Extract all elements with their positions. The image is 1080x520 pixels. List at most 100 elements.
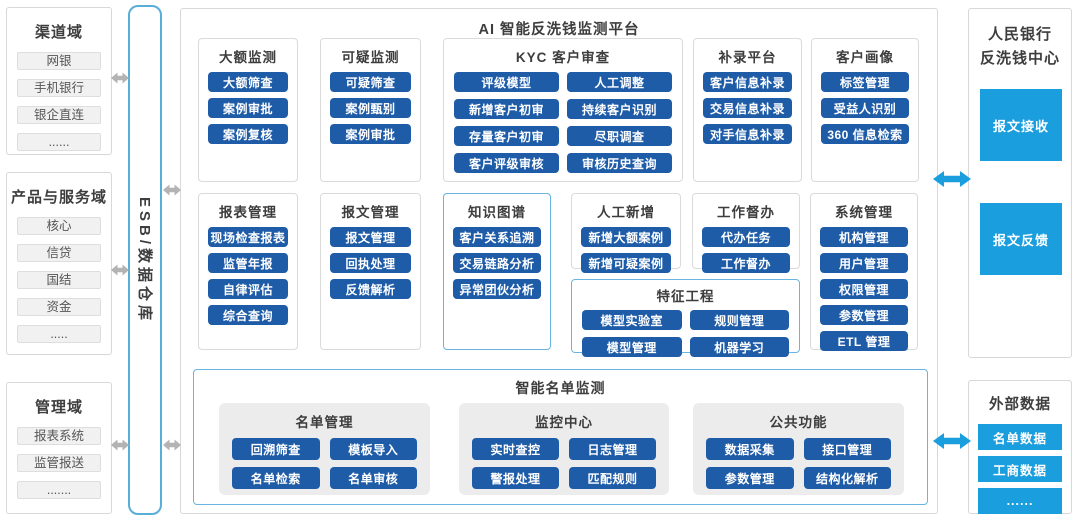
message-feedback-tile: 报文反馈 [980, 203, 1062, 275]
module-feature-engineering: 特征工程 模型实验室 规则管理 模型管理 机器学习 [571, 279, 800, 357]
feature-chip: 存量客户初审 [454, 126, 559, 146]
smart-list-monitoring-section: 智能名单监测 名单管理 回溯筛查 模板导入 名单检索 名单审核 监控中心 实时查… [193, 369, 928, 505]
module-suspicious-monitoring: 可疑监测 可疑筛查 案例甄别 案例审批 [320, 38, 421, 182]
module-supplement-platform: 补录平台 客户信息补录 交易信息补录 对手信息补录 [693, 38, 802, 182]
feature-chip: 可疑筛查 [330, 72, 411, 92]
channel-domain-panel: 渠道域 网银 手机银行 银企直连 ...... [6, 7, 112, 155]
module-work-supervision: 工作督办 代办任务 工作督办 [692, 193, 800, 273]
module-large-amount-monitoring: 大额监测 大额筛查 案例审批 案例复核 [198, 38, 298, 182]
feature-chip: 审核历史查询 [567, 153, 672, 173]
module-items-grid: 模型实验室 规则管理 模型管理 机器学习 [572, 310, 799, 357]
feature-chip: 日志管理 [569, 438, 656, 460]
module-title: 客户画像 [836, 50, 894, 65]
panel-title: 产品与服务域 [10, 189, 107, 206]
feature-chip: 名单审核 [329, 467, 417, 489]
gray-double-arrow-icon [163, 184, 181, 196]
module-report-management: 报表管理 现场检查报表 监管年报 自律评估 综合查询 [198, 193, 298, 350]
feature-chip: 客户信息补录 [703, 72, 792, 92]
feature-chip: 权限管理 [820, 279, 908, 299]
system-item: 网银 [17, 52, 101, 70]
gray-double-arrow-icon [111, 72, 129, 84]
feature-chip: 交易链路分析 [453, 253, 541, 273]
feature-chip: 360 信息检索 [821, 124, 909, 144]
panel-title-line2: 反洗钱中心 [979, 50, 1060, 67]
group-items-grid: 数据采集 接口管理 参数管理 结构化解析 [693, 438, 904, 489]
module-title: 人工新增 [597, 205, 655, 220]
feature-chip: 监管年报 [208, 253, 288, 273]
group-list-management: 名单管理 回溯筛查 模板导入 名单检索 名单审核 [219, 403, 430, 495]
group-common-functions: 公共功能 数据采集 接口管理 参数管理 结构化解析 [693, 403, 904, 495]
feature-chip: 综合查询 [208, 305, 288, 325]
panel-title-line1: 人民银行 [987, 26, 1052, 43]
feature-chip: 结构化解析 [803, 467, 891, 489]
message-receive-tile: 报文接收 [980, 89, 1062, 161]
product-service-domain-panel: 产品与服务域 核心 信贷 国结 资金 ..... [6, 172, 112, 355]
feature-chip: 新增可疑案例 [581, 253, 671, 273]
module-title: 报文管理 [341, 205, 400, 220]
feature-chip: 反馈解析 [330, 279, 411, 299]
module-system-management: 系统管理 机构管理 用户管理 权限管理 参数管理 ETL 管理 [810, 193, 918, 351]
feature-chip: 参数管理 [706, 467, 794, 489]
system-item: 国结 [17, 271, 101, 289]
feature-chip: 用户管理 [820, 253, 908, 273]
feature-chip: 客户关系追溯 [453, 227, 541, 247]
esb-data-warehouse-bar: ESB/数据仓库 [128, 5, 162, 515]
external-data-item: ...... [978, 488, 1062, 514]
module-title: 大额监测 [219, 50, 277, 65]
system-item: 监管报送 [17, 454, 101, 472]
panel-title: 人民银行 反洗钱中心 [969, 23, 1071, 71]
feature-chip: 数据采集 [706, 438, 794, 460]
group-items-grid: 回溯筛查 模板导入 名单检索 名单审核 [219, 438, 430, 489]
feature-chip: 报文管理 [330, 227, 411, 247]
system-item: 报表系统 [17, 427, 101, 445]
feature-chip: 尽职调查 [567, 126, 672, 146]
feature-chip: 模板导入 [329, 438, 417, 460]
blue-double-arrow-icon [933, 171, 971, 187]
feature-chip: 新增客户初审 [454, 99, 559, 119]
group-title: 名单管理 [295, 415, 354, 430]
feature-chip: 受益人识别 [821, 98, 909, 118]
module-title: 系统管理 [835, 205, 893, 220]
system-item: 手机银行 [17, 79, 101, 97]
module-title: 补录平台 [718, 50, 777, 65]
blue-double-arrow-icon [933, 433, 971, 449]
feature-chip: 持续客户识别 [567, 99, 672, 119]
system-item: 银企直连 [17, 106, 101, 124]
feature-chip: 回执处理 [330, 253, 411, 273]
platform-title: AI 智能反洗钱监测平台 [478, 22, 640, 38]
feature-chip: 大额筛查 [208, 72, 288, 92]
feature-chip: ETL 管理 [820, 331, 908, 351]
gray-double-arrow-icon [111, 439, 129, 451]
system-item: 信贷 [17, 244, 101, 262]
feature-chip: 规则管理 [689, 310, 789, 330]
module-title: 工作督办 [717, 205, 775, 220]
feature-chip: 现场检查报表 [208, 227, 288, 247]
external-data-item: 名单数据 [978, 424, 1062, 450]
external-data-item: 工商数据 [978, 456, 1062, 482]
feature-chip: 自律评估 [208, 279, 288, 299]
feature-chip: 模型管理 [582, 337, 682, 357]
feature-chip: 人工调整 [567, 72, 672, 92]
external-data-panel: 外部数据 名单数据 工商数据 ...... [968, 380, 1072, 514]
feature-chip: 评级模型 [454, 72, 559, 92]
panel-title: 外部数据 [989, 397, 1051, 413]
feature-chip: 警报处理 [472, 467, 559, 489]
module-manual-add: 人工新增 新增大额案例 新增可疑案例 [571, 193, 681, 273]
module-title: 知识图谱 [468, 205, 526, 220]
system-item: ...... [17, 133, 101, 151]
feature-chip: 案例审批 [208, 98, 288, 118]
group-monitoring-center: 监控中心 实时查控 日志管理 警报处理 匹配规则 [459, 403, 669, 495]
feature-chip: 实时查控 [472, 438, 559, 460]
module-message-management: 报文管理 报文管理 回执处理 反馈解析 [320, 193, 421, 350]
feature-chip: 交易信息补录 [703, 98, 792, 118]
feature-chip: 案例复核 [208, 124, 288, 144]
module-items-grid: 评级模型 人工调整 新增客户初审 持续客户识别 存量客户初审 尽职调查 客户评级… [444, 72, 682, 173]
panel-title: 渠道域 [34, 24, 83, 41]
module-kyc-customer-review: KYC 客户审查 评级模型 人工调整 新增客户初审 持续客户识别 存量客户初审 … [443, 38, 683, 182]
feature-chip: 案例审批 [330, 124, 411, 144]
gray-double-arrow-icon [163, 439, 181, 451]
system-item: 资金 [17, 298, 101, 316]
feature-chip: 接口管理 [803, 438, 891, 460]
feature-chip: 机构管理 [820, 227, 908, 247]
